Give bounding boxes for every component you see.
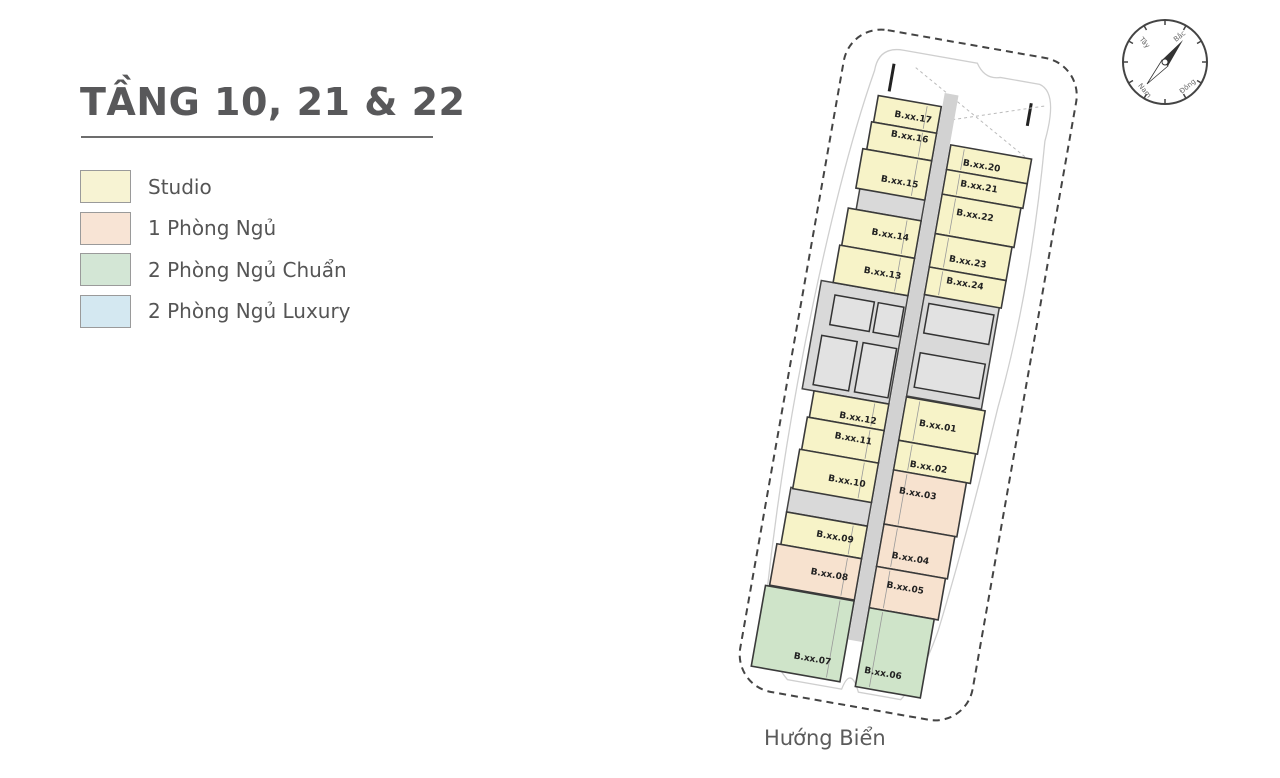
unit-partition bbox=[912, 401, 921, 441]
unit-partition bbox=[870, 403, 876, 427]
page-title: TẦNG 10, 21 & 22 bbox=[80, 80, 466, 124]
terrace-line bbox=[952, 105, 1047, 121]
unit-b-xx-15[interactable]: B.xx.15 bbox=[854, 147, 933, 202]
compass-tick bbox=[1128, 40, 1134, 45]
unit-partition bbox=[840, 558, 848, 596]
unit-b-xx-06[interactable]: B.xx.06 bbox=[854, 606, 936, 699]
sea-view-caption: Hướng Biển bbox=[764, 726, 886, 750]
compass-ticks bbox=[1123, 20, 1207, 104]
legend-label: Studio bbox=[148, 174, 212, 199]
compass: Bắc Đông Nam Tây bbox=[1122, 19, 1208, 105]
unit-partition bbox=[847, 525, 854, 555]
wall-marker bbox=[1025, 102, 1033, 127]
unit-b-xx-16[interactable]: B.xx.16 bbox=[865, 120, 938, 162]
unit-shape bbox=[854, 606, 936, 699]
compass-tick bbox=[1182, 25, 1187, 31]
legend-item-1-bedroom: 1 Phòng Ngủ bbox=[80, 208, 351, 250]
compass-tick bbox=[1128, 79, 1134, 84]
unit-partition bbox=[955, 173, 961, 195]
compass-tick bbox=[1143, 25, 1148, 31]
legend-label: 2 Phòng Ngủ Luxury bbox=[148, 299, 351, 324]
legend-item-2-bedroom-standard: 2 Phòng Ngủ Chuẩn bbox=[80, 249, 351, 291]
unit-shape bbox=[750, 584, 856, 683]
legend-item-studio: Studio bbox=[80, 166, 351, 208]
unit-b-xx-03[interactable]: B.xx.03 bbox=[883, 468, 968, 538]
core-room bbox=[853, 341, 898, 399]
unit-partition bbox=[857, 462, 865, 499]
unit-partition bbox=[897, 474, 908, 525]
legend: Studio 1 Phòng Ngủ 2 Phòng Ngủ Chuẩn 2 P… bbox=[80, 166, 351, 332]
unit-b-xx-09[interactable]: B.xx.09 bbox=[779, 511, 869, 560]
unit-shape bbox=[791, 448, 880, 504]
core-room bbox=[828, 294, 876, 333]
unit-b-xx-21[interactable]: B.xx.21 bbox=[941, 168, 1029, 210]
unit-b-xx-04[interactable]: B.xx.04 bbox=[875, 523, 956, 580]
legend-label: 2 Phòng Ngủ Chuẩn bbox=[148, 257, 347, 282]
unit-b-xx-23[interactable]: B.xx.23 bbox=[928, 232, 1013, 282]
unit-partition bbox=[917, 132, 923, 157]
core-room bbox=[913, 351, 987, 400]
floor-plan-body: B.xx.17B.xx.16B.xx.15B.xx.14B.xx.13B.xx.… bbox=[738, 28, 1078, 722]
unit-partition bbox=[890, 528, 898, 567]
site-boundary bbox=[738, 28, 1078, 722]
unit-b-xx-10[interactable]: B.xx.10 bbox=[791, 448, 880, 504]
unit-b-xx-24[interactable]: B.xx.24 bbox=[923, 266, 1008, 310]
legend-swatch bbox=[80, 253, 131, 287]
core-room bbox=[872, 301, 905, 338]
legend-swatch bbox=[80, 170, 131, 204]
legend-label: 1 Phòng Ngủ bbox=[148, 216, 277, 241]
compass-pivot bbox=[1161, 58, 1169, 66]
legend-item-2-bedroom-luxury: 2 Phòng Ngủ Luxury bbox=[80, 291, 351, 333]
core-room bbox=[812, 334, 859, 392]
podium-outline bbox=[764, 48, 1052, 701]
compass-tick bbox=[1196, 40, 1202, 45]
units: B.xx.17B.xx.16B.xx.15B.xx.14B.xx.13B.xx.… bbox=[750, 94, 1033, 699]
unit-b-xx-01[interactable]: B.xx.01 bbox=[897, 396, 987, 456]
unit-partition bbox=[826, 600, 841, 678]
unit-partition bbox=[882, 570, 891, 609]
compass-tick bbox=[1182, 93, 1187, 99]
unit-b-xx-07[interactable]: B.xx.07 bbox=[750, 584, 856, 683]
unit-partition bbox=[869, 612, 884, 688]
legend-swatch bbox=[80, 211, 131, 245]
unit-partition bbox=[910, 160, 919, 196]
unit-partition bbox=[894, 257, 901, 292]
title-divider bbox=[81, 136, 433, 138]
unit-b-xx-13[interactable]: B.xx.13 bbox=[832, 244, 916, 297]
unit-b-xx-08[interactable]: B.xx.08 bbox=[768, 542, 863, 601]
service-cores bbox=[785, 186, 1001, 528]
unit-partition bbox=[948, 198, 956, 235]
wall-marker bbox=[887, 63, 896, 92]
compass-tick bbox=[1143, 93, 1148, 99]
unit-partition bbox=[922, 106, 928, 129]
unit-partition bbox=[907, 444, 913, 471]
unit-shape bbox=[832, 244, 916, 297]
compass-tick bbox=[1196, 79, 1202, 84]
unit-shape bbox=[768, 542, 863, 601]
unit-partition bbox=[900, 220, 908, 254]
unit-shape bbox=[923, 266, 1008, 310]
corridor bbox=[848, 93, 959, 643]
core-room bbox=[922, 302, 995, 346]
legend-swatch bbox=[80, 294, 131, 328]
unit-b-xx-17[interactable]: B.xx.17 bbox=[872, 94, 943, 135]
unit-partition bbox=[960, 149, 965, 171]
unit-partition bbox=[938, 271, 944, 296]
unit-partition bbox=[864, 430, 871, 459]
unit-partition bbox=[943, 237, 950, 268]
